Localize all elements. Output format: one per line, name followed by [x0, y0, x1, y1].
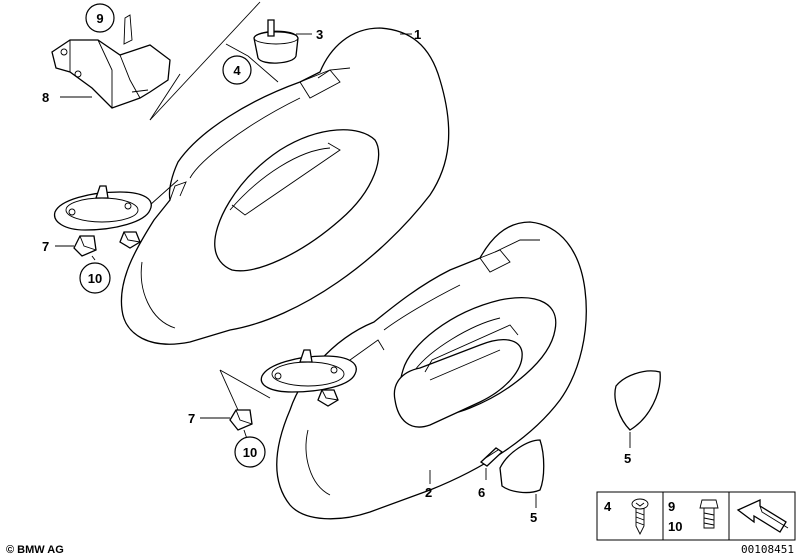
label-1: 1: [414, 27, 421, 42]
label-5-right: 5: [624, 451, 631, 466]
fastener-legend: 4 9 10: [596, 491, 796, 541]
copyright-text: © BMW AG: [6, 544, 64, 556]
clip-upper-left: [73, 235, 97, 257]
clip-lower-left: [229, 409, 253, 431]
clip-lower-right: [317, 389, 339, 407]
label-3: 3: [316, 27, 323, 42]
direction-arrow-icon: [736, 498, 789, 533]
reference-number: 00108451: [741, 543, 794, 556]
pivot-mount-lower: [260, 349, 357, 393]
clip-upper-right: [119, 231, 141, 249]
label-2: 2: [425, 485, 432, 500]
label-9: 9: [96, 11, 103, 26]
label-5-lower: 5: [530, 510, 537, 525]
screw-icon: [631, 498, 649, 536]
bubble-9: [85, 3, 115, 33]
legend-label-10: 10: [668, 519, 682, 534]
legend-cell-screw: [596, 491, 664, 541]
label-7-lower: 7: [188, 411, 195, 426]
label-6: 6: [478, 485, 485, 500]
bracket: [51, 14, 171, 109]
bubble-10-lower: [234, 436, 266, 468]
label-10-lower: 10: [243, 445, 257, 460]
sun-visor-lower: [276, 221, 587, 520]
legend-label-4: 4: [604, 499, 612, 514]
sun-visor-upper: [120, 27, 450, 345]
pin: [479, 447, 504, 467]
bubble-4: [222, 55, 252, 85]
label-7-upper: 7: [42, 239, 49, 254]
cover-cap-large: [614, 370, 661, 431]
label-4: 4: [233, 63, 241, 78]
label-10-upper: 10: [88, 271, 102, 286]
circled-labels: 9 4 10 10: [79, 3, 266, 468]
legend-label-9: 9: [668, 499, 675, 514]
label-8: 8: [42, 90, 49, 105]
mount-knob: [253, 19, 299, 64]
cover-cap-small: [499, 439, 545, 494]
legend-cell-bolt: [662, 491, 730, 541]
bubble-10-upper: [79, 262, 111, 294]
bolt-icon: [699, 499, 719, 529]
pivot-mount-upper: [53, 185, 152, 231]
callout-labels: 1 3 8 7 7 2 6 5 5: [42, 27, 631, 525]
